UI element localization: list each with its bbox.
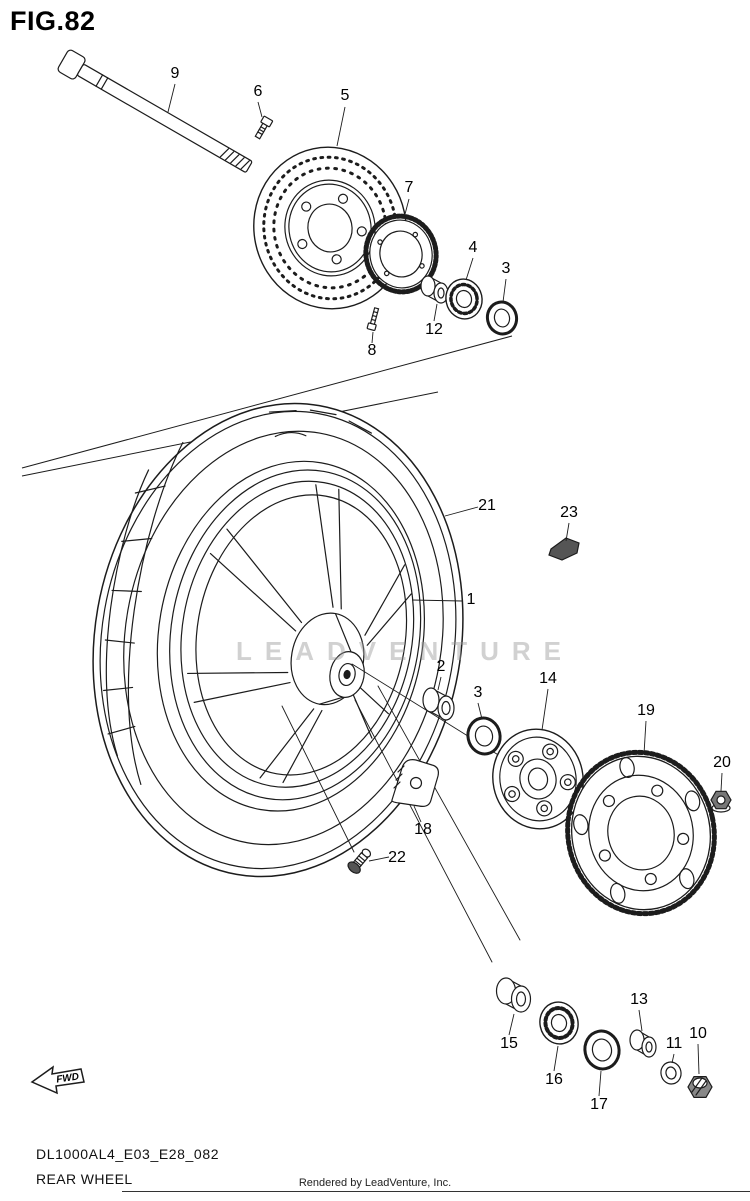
part-bearing-16 <box>539 1001 579 1045</box>
callout-label-15: 15 <box>500 1035 518 1052</box>
part-sprocket-nut <box>710 790 732 813</box>
callout-14: 14 <box>539 670 557 731</box>
callout-11: 11 <box>666 1035 683 1064</box>
callout-3b: 3 <box>474 684 483 720</box>
callout-label-11: 11 <box>666 1035 683 1052</box>
footer-divider <box>122 1191 750 1192</box>
part-spacer-2 <box>422 687 455 721</box>
callout-label-3b: 3 <box>474 684 483 701</box>
callout-label-22: 22 <box>388 849 406 866</box>
part-damper <box>548 537 580 561</box>
callout-21: 21 <box>444 497 496 517</box>
part-sprocket-carrier <box>492 728 584 830</box>
callout-label-1: 1 <box>467 591 476 608</box>
callout-10: 10 <box>689 1025 707 1075</box>
callout-label-20: 20 <box>713 754 731 771</box>
callout-label-14: 14 <box>539 670 557 687</box>
callout-label-18: 18 <box>414 821 432 838</box>
part-seal-3b <box>466 716 502 756</box>
part-rear-wheel-and-tire <box>92 402 464 878</box>
part-seal-3a <box>485 300 519 336</box>
part-caliper-bracket <box>391 759 439 807</box>
callout-1: 1 <box>411 591 476 608</box>
part-sensor-bolt <box>366 307 380 332</box>
rendered-by-text: Rendered by LeadVenture, Inc. <box>298 1177 452 1189</box>
callout-2: 2 <box>437 658 446 691</box>
callout-label-2: 2 <box>437 658 446 675</box>
callout-23: 23 <box>560 504 578 542</box>
callout-19: 19 <box>637 702 655 755</box>
callout-label-10: 10 <box>689 1025 707 1042</box>
callout-label-9: 9 <box>171 65 180 82</box>
callout-label-7: 7 <box>405 179 414 196</box>
part-spacer-12 <box>420 275 449 304</box>
callout-12: 12 <box>425 303 443 338</box>
callout-9: 9 <box>167 65 180 113</box>
callout-13: 13 <box>630 991 648 1032</box>
part-bearing-4 <box>445 278 483 320</box>
callouts: 9 6 5 7 12 4 3 8 21 <box>167 65 731 1113</box>
part-disc-bolt <box>254 115 274 140</box>
callout-4: 4 <box>465 239 478 281</box>
callout-label-12: 12 <box>425 321 443 338</box>
callout-3a: 3 <box>502 260 511 303</box>
part-sprocket <box>565 749 717 917</box>
figure-name: REAR WHEEL <box>36 1171 133 1187</box>
figure-title: FIG.82 <box>10 6 96 36</box>
fwd-arrow <box>30 1065 85 1095</box>
callout-18: 18 <box>413 805 432 838</box>
part-axle-nut <box>687 1075 713 1099</box>
part-washer <box>660 1061 682 1085</box>
part-rear-axle <box>57 49 253 173</box>
callout-label-17: 17 <box>590 1096 608 1113</box>
callout-17: 17 <box>590 1070 608 1113</box>
figure-code: DL1000AL4_E03_E28_082 <box>36 1146 220 1162</box>
callout-20: 20 <box>713 754 731 792</box>
part-tire-valve <box>347 848 372 874</box>
callout-5: 5 <box>336 87 350 147</box>
callout-label-3a: 3 <box>502 260 511 277</box>
callout-label-4: 4 <box>469 239 478 256</box>
callout-label-5: 5 <box>341 87 350 104</box>
fwd-label: FWD <box>56 1071 80 1085</box>
part-seal-17 <box>583 1029 621 1071</box>
callout-15: 15 <box>500 1013 518 1052</box>
callout-6: 6 <box>254 83 263 118</box>
callout-label-19: 19 <box>637 702 655 719</box>
callout-8: 8 <box>368 331 377 359</box>
callout-label-6: 6 <box>254 83 263 100</box>
part-spacer-15 <box>495 977 532 1013</box>
callout-label-23: 23 <box>560 504 578 521</box>
part-spacer-13 <box>629 1029 657 1058</box>
callout-label-21: 21 <box>478 497 496 514</box>
callout-label-16: 16 <box>545 1071 563 1088</box>
callout-22: 22 <box>368 849 406 866</box>
callout-7: 7 <box>403 179 414 219</box>
callout-label-13: 13 <box>630 991 648 1008</box>
callout-16: 16 <box>545 1045 563 1088</box>
callout-label-8: 8 <box>368 342 377 359</box>
part-sensor-rotor <box>363 213 439 295</box>
